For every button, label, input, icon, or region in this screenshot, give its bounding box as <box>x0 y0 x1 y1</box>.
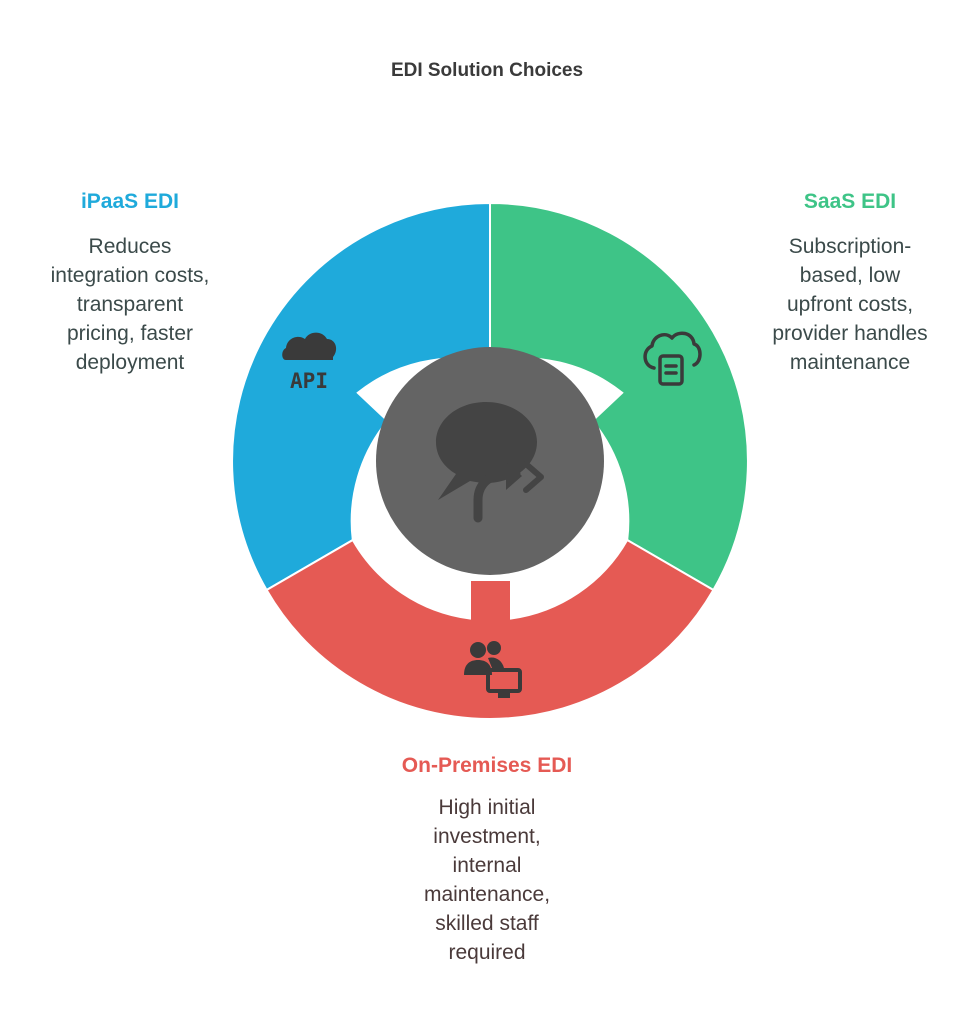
desc-line: required <box>448 941 526 964</box>
saas-description: Subscription- based, low upfront costs, … <box>740 232 960 377</box>
desc-line: integration costs, <box>50 264 210 287</box>
page-title: EDI Solution Choices <box>390 60 584 81</box>
desc-line: based, low <box>799 264 901 287</box>
desc-line: provider handles <box>772 322 928 345</box>
onprem-heading: On-Premises EDI <box>401 754 573 777</box>
desc-line: investment, <box>433 825 541 848</box>
ipaas-heading: iPaaS EDI <box>80 190 180 213</box>
ipaas-segment[interactable] <box>231 201 491 592</box>
desc-line: Subscription- <box>788 235 912 258</box>
desc-line: Reduces <box>88 235 172 258</box>
onprem-description: High initial investment, internal mainte… <box>367 793 607 967</box>
chat-forward-icon <box>436 402 544 523</box>
desc-line: maintenance <box>789 351 911 374</box>
desc-line: upfront costs, <box>786 293 914 316</box>
cloud-document-icon <box>643 331 702 386</box>
users-monitor-icon <box>464 641 522 698</box>
ipaas-description: Reduces integration costs, transparent p… <box>20 232 240 377</box>
cloud-api-icon: API <box>282 332 337 393</box>
desc-line: transparent <box>76 293 184 316</box>
desc-line: maintenance, <box>423 883 551 906</box>
saas-segment[interactable] <box>489 201 749 592</box>
desc-line: High initial <box>438 796 536 819</box>
desc-line: skilled staff <box>435 912 539 935</box>
api-label: API <box>290 369 328 393</box>
ring <box>231 201 749 720</box>
desc-line: internal <box>452 854 522 877</box>
desc-line: pricing, faster <box>66 322 194 345</box>
desc-line: deployment <box>75 351 185 374</box>
onprem-segment[interactable] <box>265 538 715 720</box>
saas-heading: SaaS EDI <box>803 190 897 213</box>
